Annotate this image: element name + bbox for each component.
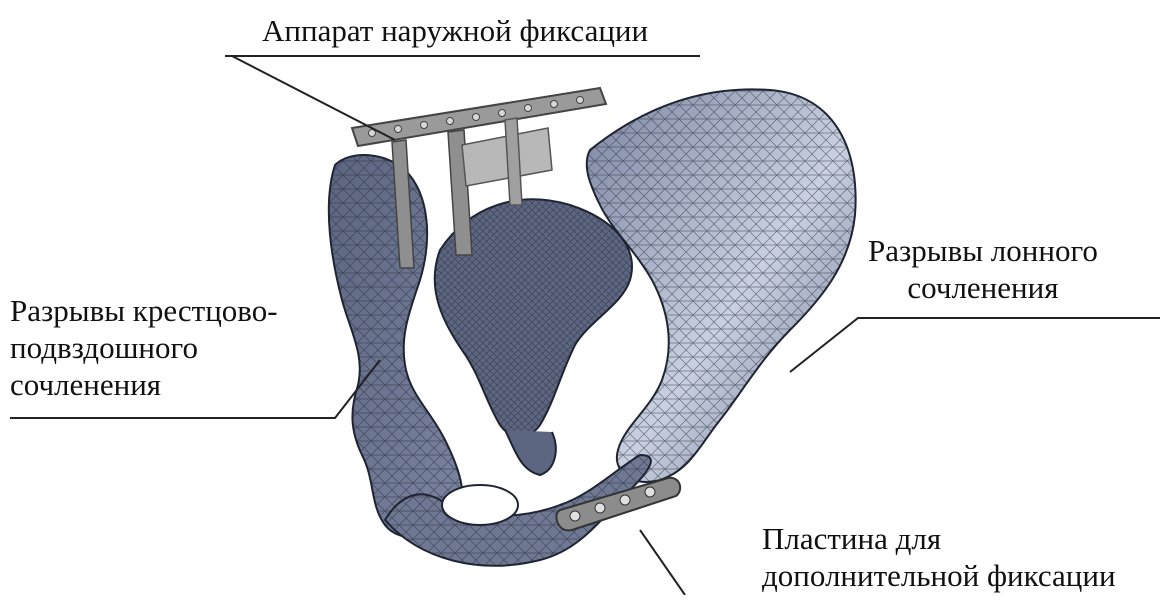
label-pubic-line-2: сочленения xyxy=(868,269,1098,306)
label-sacroiliac-line-3: сочленения xyxy=(10,366,278,403)
label-external-fixator-text: Аппарат наружной фиксации xyxy=(262,13,648,48)
label-pubic-line-1: Разрывы лонного xyxy=(868,232,1098,269)
label-plate-line-1: Пластина для xyxy=(762,520,1116,557)
label-external-fixator: Аппарат наружной фиксации xyxy=(262,12,648,49)
left-iliac-bone xyxy=(329,155,463,538)
leader-line-plate xyxy=(640,530,685,595)
label-sacroiliac-line-2: подвздошного xyxy=(10,329,278,366)
leader-line-pubic xyxy=(790,318,1160,372)
label-pubic-rupture: Разрывы лонного сочленения xyxy=(868,232,1098,306)
label-sacroiliac-line-1: Разрывы крестцово- xyxy=(10,292,278,329)
label-plate-line-2: дополнительной фиксации xyxy=(762,557,1116,594)
label-sacroiliac-rupture: Разрывы крестцово- подвздошного сочленен… xyxy=(10,292,278,403)
label-fixation-plate: Пластина для дополнительной фиксации xyxy=(762,520,1116,594)
